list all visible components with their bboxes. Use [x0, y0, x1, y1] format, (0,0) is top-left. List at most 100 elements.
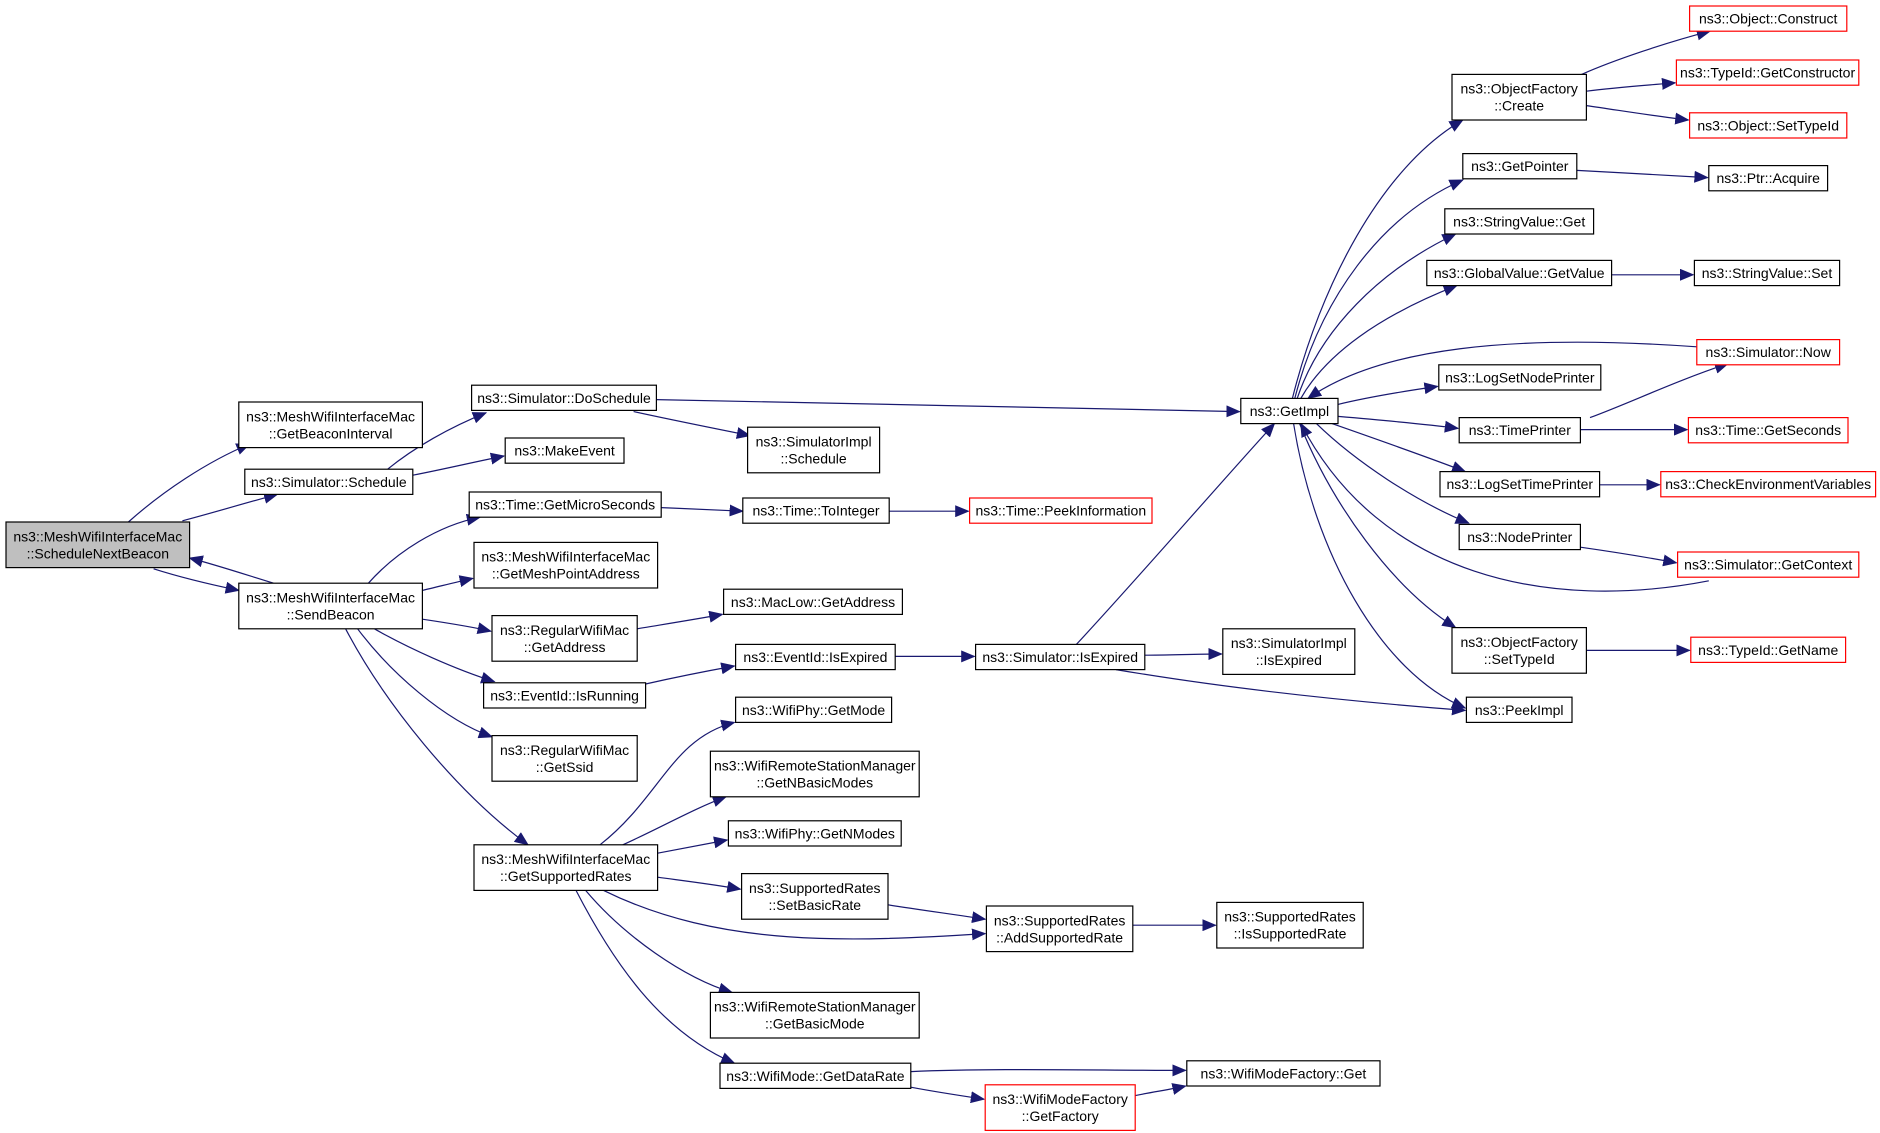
node-box[interactable]	[974, 643, 1146, 671]
node-box[interactable]	[1216, 901, 1364, 949]
node-box[interactable]	[709, 991, 920, 1039]
node-simulatorNow[interactable]: ns3::Simulator::Now	[1696, 339, 1841, 366]
node-box[interactable]	[1186, 1060, 1381, 1087]
node-getPointer[interactable]: ns3::GetPointer	[1462, 153, 1578, 180]
node-box[interactable]	[1438, 364, 1602, 391]
node-doSchedule[interactable]: ns3::Simulator::DoSchedule	[471, 384, 658, 412]
node-box[interactable]	[1451, 73, 1587, 121]
node-box[interactable]	[1696, 339, 1841, 366]
node-sendBeacon[interactable]: ns3::MeshWifiInterfaceMac::SendBeacon	[238, 582, 424, 630]
node-box[interactable]	[1222, 628, 1356, 675]
node-objectConstruct[interactable]: ns3::Object::Construct	[1688, 5, 1848, 32]
node-phyGetMode[interactable]: ns3::WifiPhy::GetMode	[734, 696, 893, 724]
node-ptrAcquire[interactable]: ns3::Ptr::Acquire	[1708, 165, 1829, 192]
node-timePrinter[interactable]: ns3::TimePrinter	[1458, 417, 1581, 444]
node-typeIdGetName[interactable]: ns3::TypeId::GetName	[1690, 636, 1847, 664]
node-schedule[interactable]: ns3::Simulator::Schedule	[244, 468, 414, 496]
node-checkEnvVars[interactable]: ns3::CheckEnvironmentVariables	[1660, 471, 1877, 498]
node-simIsExpired[interactable]: ns3::Simulator::IsExpired	[974, 643, 1146, 671]
node-objectFactoryCreate[interactable]: ns3::ObjectFactory::Create	[1451, 73, 1587, 121]
node-box[interactable]	[1465, 696, 1573, 724]
node-box[interactable]	[483, 682, 647, 709]
node-globalValueGetValue[interactable]: ns3::GlobalValue::GetValue	[1426, 259, 1613, 287]
node-getSsid[interactable]: ns3::RegularWifiMac::GetSsid	[491, 734, 638, 782]
node-eventIsExpired[interactable]: ns3::EventId::IsExpired	[734, 643, 896, 671]
node-objectFactorySetTypeId[interactable]: ns3::ObjectFactory::SetTypeId	[1451, 626, 1587, 674]
node-box[interactable]	[1426, 259, 1613, 287]
node-modeFactoryGetFactory[interactable]: ns3::WifiModeFactory::GetFactory	[984, 1084, 1136, 1132]
node-rwmGetAddress[interactable]: ns3::RegularWifiMac::GetAddress	[491, 614, 638, 662]
node-root[interactable]: ns3::MeshWifiInterfaceMac::ScheduleNextB…	[5, 521, 191, 569]
node-addSupportedRate[interactable]: ns3::SupportedRates::AddSupportedRate	[985, 905, 1134, 953]
node-box[interactable]	[5, 521, 191, 569]
node-box[interactable]	[709, 750, 920, 798]
node-box[interactable]	[1458, 417, 1581, 444]
node-box[interactable]	[968, 497, 1153, 524]
node-box[interactable]	[238, 582, 424, 630]
node-box[interactable]	[471, 384, 658, 412]
node-getMicroSeconds[interactable]: ns3::Time::GetMicroSeconds	[468, 491, 662, 518]
node-setBasicRate[interactable]: ns3::SupportedRates::SetBasicRate	[740, 872, 889, 920]
node-box[interactable]	[1451, 626, 1587, 674]
node-objectSetTypeId[interactable]: ns3::Object::SetTypeId	[1688, 112, 1848, 139]
node-box[interactable]	[742, 497, 890, 524]
node-box[interactable]	[734, 696, 893, 724]
node-box[interactable]	[1688, 5, 1848, 32]
node-macLowGetAddress[interactable]: ns3::MacLow::GetAddress	[722, 588, 903, 616]
node-getDataRate[interactable]: ns3::WifiMode::GetDataRate	[719, 1062, 912, 1089]
node-makeEvent[interactable]: ns3::MakeEvent	[504, 437, 625, 464]
node-box[interactable]	[1660, 471, 1877, 498]
node-nodePrinter[interactable]: ns3::NodePrinter	[1458, 523, 1581, 551]
node-getMeshPointAddress[interactable]: ns3::MeshWifiInterfaceMac::GetMeshPointA…	[473, 541, 659, 589]
node-box[interactable]	[238, 401, 424, 449]
node-logSetTimePrinter[interactable]: ns3::LogSetTimePrinter	[1439, 471, 1601, 498]
node-box[interactable]	[1439, 471, 1601, 498]
node-box[interactable]	[727, 820, 902, 847]
node-box[interactable]	[244, 468, 414, 496]
node-box[interactable]	[1708, 165, 1829, 192]
node-box[interactable]	[1687, 417, 1849, 444]
node-box[interactable]	[1690, 636, 1847, 664]
node-box[interactable]	[985, 905, 1134, 953]
node-isRunning[interactable]: ns3::EventId::IsRunning	[483, 682, 647, 709]
node-simGetContext[interactable]: ns3::Simulator::GetContext	[1676, 551, 1860, 578]
node-peekInformation[interactable]: ns3::Time::PeekInformation	[968, 497, 1153, 524]
node-peekImpl[interactable]: ns3::PeekImpl	[1465, 696, 1573, 724]
node-getNBasicModes[interactable]: ns3::WifiRemoteStationManager::GetNBasic…	[709, 750, 920, 798]
node-getSupportedRates[interactable]: ns3::MeshWifiInterfaceMac::GetSupportedR…	[473, 844, 659, 891]
node-isSupportedRate[interactable]: ns3::SupportedRates::IsSupportedRate	[1216, 901, 1364, 949]
node-box[interactable]	[491, 614, 638, 662]
node-box[interactable]	[746, 426, 881, 474]
node-stringValueSet[interactable]: ns3::StringValue::Set	[1693, 259, 1841, 287]
node-modeFactoryGet[interactable]: ns3::WifiModeFactory::Get	[1186, 1060, 1381, 1087]
node-box[interactable]	[1240, 397, 1339, 425]
node-box[interactable]	[504, 437, 625, 464]
node-box[interactable]	[1676, 551, 1860, 578]
node-box[interactable]	[473, 541, 659, 589]
node-box[interactable]	[740, 872, 889, 920]
node-logSetNodePrinter[interactable]: ns3::LogSetNodePrinter	[1438, 364, 1602, 391]
node-box[interactable]	[1462, 153, 1578, 180]
node-typeIdGetConstructor[interactable]: ns3::TypeId::GetConstructor	[1675, 59, 1860, 86]
node-box[interactable]	[734, 643, 896, 671]
node-box[interactable]	[1693, 259, 1841, 287]
node-box[interactable]	[719, 1062, 912, 1089]
node-simImplIsExpired[interactable]: ns3::SimulatorImpl::IsExpired	[1222, 628, 1356, 675]
node-box[interactable]	[984, 1084, 1136, 1132]
node-getImpl[interactable]: ns3::GetImpl	[1240, 397, 1339, 425]
node-box[interactable]	[1688, 112, 1848, 139]
node-toInteger[interactable]: ns3::Time::ToInteger	[742, 497, 890, 524]
node-box[interactable]	[722, 588, 903, 616]
node-timeGetSeconds[interactable]: ns3::Time::GetSeconds	[1687, 417, 1849, 444]
node-getBasicMode[interactable]: ns3::WifiRemoteStationManager::GetBasicM…	[709, 991, 920, 1039]
node-getBeaconInterval[interactable]: ns3::MeshWifiInterfaceMac::GetBeaconInte…	[238, 401, 424, 449]
node-box[interactable]	[1458, 523, 1581, 551]
node-box[interactable]	[473, 844, 659, 891]
node-box[interactable]	[1444, 208, 1595, 235]
node-getNModes[interactable]: ns3::WifiPhy::GetNModes	[727, 820, 902, 847]
node-box[interactable]	[1675, 59, 1860, 86]
node-box[interactable]	[468, 491, 662, 518]
node-stringValueGet[interactable]: ns3::StringValue::Get	[1444, 208, 1595, 235]
node-box[interactable]	[491, 734, 638, 782]
node-simImplSchedule[interactable]: ns3::SimulatorImpl::Schedule	[746, 426, 881, 474]
